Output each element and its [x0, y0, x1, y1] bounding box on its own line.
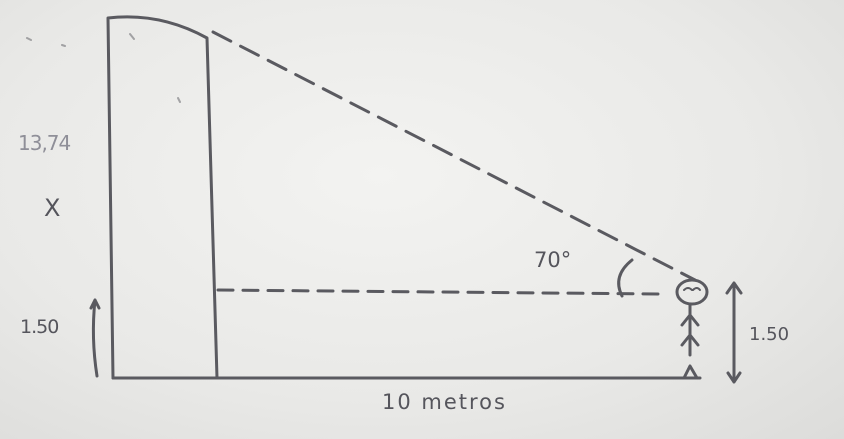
height-top-label: 13,74 [18, 131, 71, 155]
observer-eye-icon [683, 287, 701, 291]
eye-level-line [216, 288, 662, 296]
base-distance-label: 10 metros [382, 390, 507, 414]
right-height-label: 1.50 [749, 324, 790, 345]
unknown-height-label: X [44, 194, 61, 222]
angle-label: 70° [534, 248, 572, 272]
angle-arc [617, 258, 634, 298]
stray-mark [26, 33, 181, 103]
left-height-bracket [89, 298, 101, 378]
right-height-arrow [725, 281, 743, 384]
line-of-sight [211, 30, 697, 282]
building-outline [106, 15, 219, 380]
left-height-label: 1.50 [20, 316, 59, 338]
observer-body [680, 303, 700, 380]
observer-head [675, 278, 709, 306]
